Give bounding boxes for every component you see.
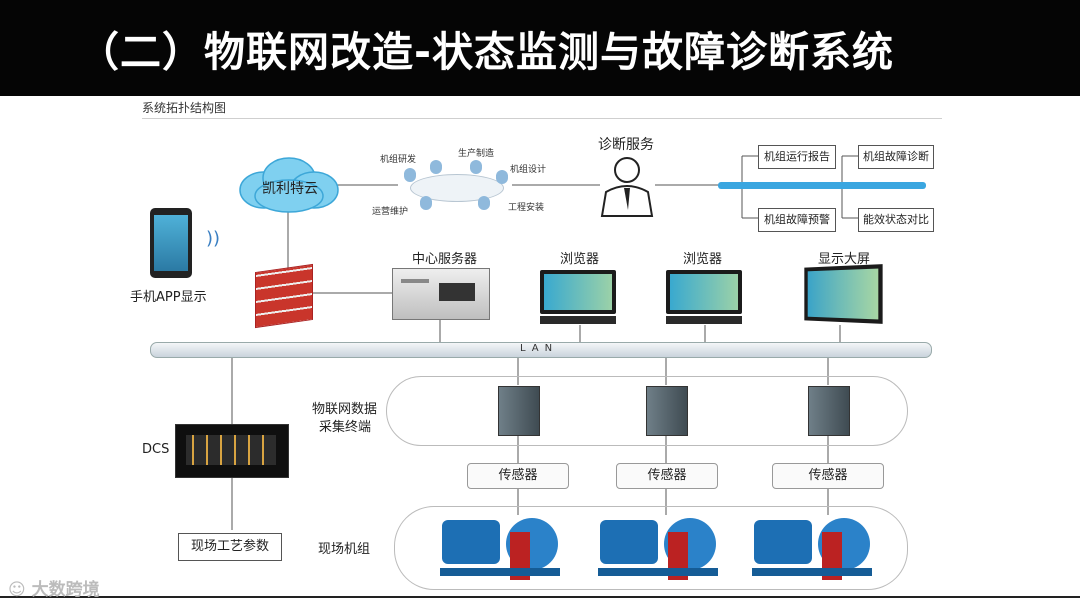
terminal2-icon	[646, 386, 688, 436]
ops-label: 运营维护	[372, 207, 409, 217]
design-label: 机组设计	[510, 165, 547, 175]
iot-label-2: 采集终端	[319, 420, 372, 435]
firewall-icon	[255, 263, 313, 329]
cloud-label: 凯利特云	[262, 181, 318, 197]
keyboard2-icon	[666, 316, 742, 324]
diagnosis-service-label: 诊断服务	[598, 137, 654, 153]
cloud-icon	[239, 157, 339, 213]
sensor2-box: 传感器	[616, 463, 718, 489]
terminal3-icon	[808, 386, 850, 436]
big-screen-label: 显示大屏	[818, 252, 871, 267]
dcs-label: DCS	[142, 442, 170, 457]
sensor1-box: 传感器	[467, 463, 569, 489]
pump1-icon	[440, 518, 560, 580]
iot-terminal-group	[386, 376, 908, 446]
monitor2-icon	[666, 270, 742, 314]
field-units-label: 现场机组	[318, 542, 371, 557]
sensor3-box: 传感器	[772, 463, 884, 489]
watermark-logo-icon: ☺	[8, 580, 26, 600]
terminal1-icon	[498, 386, 540, 436]
rd-label: 机组研发	[380, 155, 417, 165]
lan-label: LAN	[520, 343, 559, 354]
production-label: 生产制造	[458, 149, 495, 159]
browser2-label: 浏览器	[683, 252, 723, 267]
output-bus	[718, 182, 926, 189]
server-label: 中心服务器	[412, 252, 478, 267]
caption-divider	[142, 118, 942, 119]
wifi-icon: ))	[206, 228, 221, 249]
title-bar: （二）物联网改造-状态监测与故障诊断系统	[0, 0, 1080, 96]
fault-warning-box: 机组故障预警	[758, 208, 836, 232]
keyboard1-icon	[540, 316, 616, 324]
big-screen-icon	[804, 264, 883, 324]
person-icon	[600, 157, 654, 217]
footer-divider	[0, 596, 1080, 598]
fault-diagnosis-box: 机组故障诊断	[858, 145, 934, 169]
efficiency-box: 能效状态对比	[858, 208, 934, 232]
lan-bus	[150, 342, 932, 358]
page-title: （二）物联网改造-状态监测与故障诊断系统	[78, 28, 895, 76]
browser1-label: 浏览器	[560, 252, 600, 267]
server-icon	[392, 268, 490, 320]
install-label: 工程安装	[508, 203, 545, 213]
iot-label-1: 物联网数据	[312, 402, 378, 417]
phone-icon	[150, 208, 192, 278]
report-box: 机组运行报告	[758, 145, 836, 169]
field-unit-group	[394, 506, 908, 590]
pump2-icon	[598, 518, 718, 580]
field-params-box: 现场工艺参数	[178, 533, 282, 561]
watermark: ☺ 大数跨境	[8, 575, 100, 600]
pump3-icon	[752, 518, 872, 580]
diagram-caption: 系统拓扑结构图	[142, 101, 227, 115]
monitor1-icon	[540, 270, 616, 314]
meeting-table-icon	[400, 160, 512, 212]
watermark-text: 大数跨境	[31, 580, 100, 600]
dcs-screen-icon	[175, 424, 289, 478]
phone-app-label: 手机APP显示	[130, 290, 207, 305]
